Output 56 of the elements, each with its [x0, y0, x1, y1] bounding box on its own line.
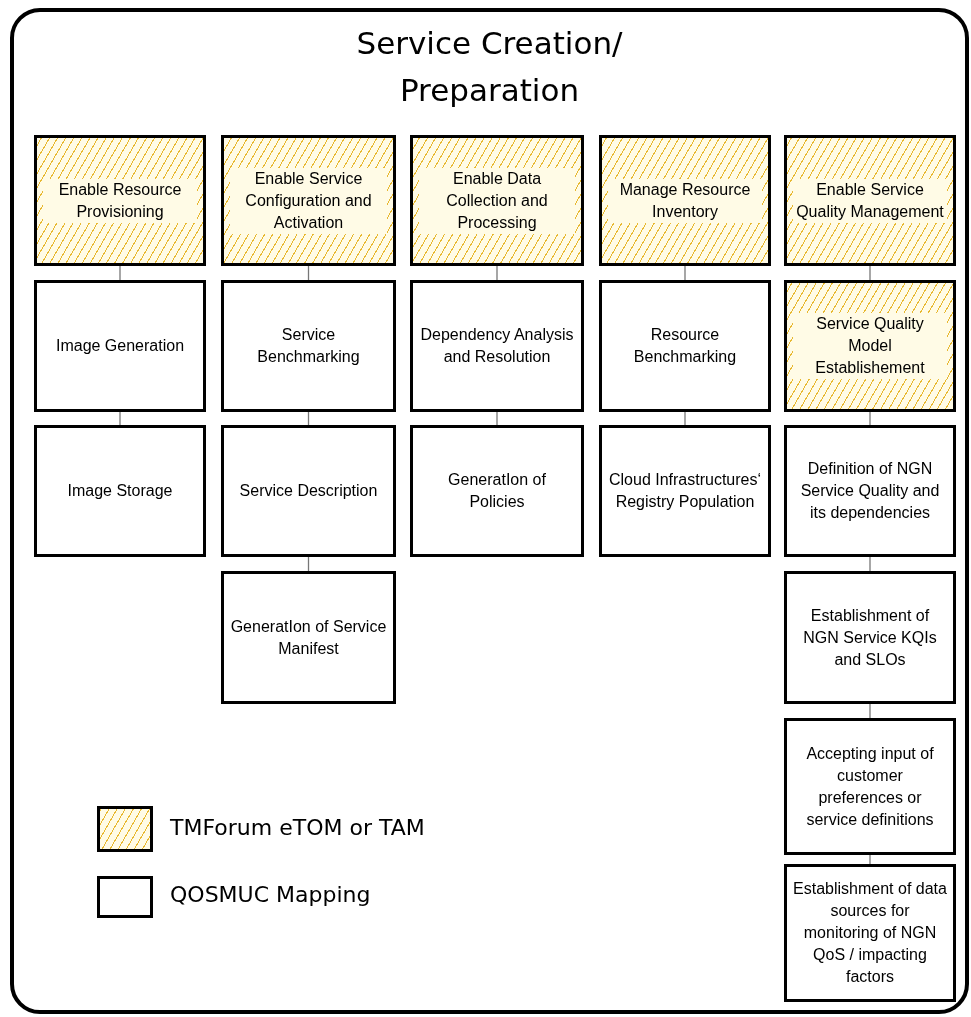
connector-line — [307, 265, 310, 281]
box-label: Cloud Infrastructures‘ Registry Population — [608, 470, 762, 512]
connector-line — [119, 265, 121, 281]
box-label: Establishment of NGN Service KQIs and SLOs — [802, 605, 938, 670]
group-title: Service Creation/ Preparation — [355, 24, 624, 110]
box-label: Establishment of data sources for monitoring of NGN QoS / impacting factors — [793, 879, 947, 987]
legend-label: TMForum eTOM or TAM — [170, 815, 425, 840]
connector-line — [684, 411, 686, 426]
hatched-process-box — [784, 280, 956, 412]
process-box — [34, 425, 206, 557]
process-box — [221, 425, 396, 557]
box-label: Enable Service Quality Management — [793, 178, 947, 223]
box-label: Manage Resource Inventory — [608, 178, 762, 223]
connector-line — [684, 265, 686, 281]
box-label: Service Quality Model Establishement — [793, 313, 947, 379]
legend-label: QOSMUC Mapping — [170, 882, 371, 907]
box-label: Enable Data Collection and Processing — [419, 167, 575, 234]
process-box — [784, 571, 956, 704]
box-label: Enable Resource Provisioning — [43, 178, 197, 223]
process-box — [784, 864, 956, 1002]
hatched-process-box — [599, 135, 771, 266]
process-box — [599, 280, 771, 412]
connector-line — [869, 265, 871, 281]
connector-line — [307, 556, 310, 572]
connector-line — [496, 265, 498, 281]
box-label: GeneratIon of Policies — [447, 470, 547, 512]
box-label: Image Storage — [67, 481, 173, 501]
process-box — [784, 425, 956, 557]
hatched-process-box — [410, 135, 584, 266]
box-label: Dependency Analysis and Resolution — [419, 325, 575, 367]
process-box — [599, 425, 771, 557]
process-box — [410, 425, 584, 557]
box-label: Accepting input of customer preferences or service definitions — [805, 743, 935, 830]
connector-line — [869, 854, 871, 865]
connector-line — [119, 411, 121, 426]
process-box — [410, 280, 584, 412]
connector-line — [496, 411, 498, 426]
box-label: Enable Service Configuration and Activation — [230, 167, 387, 234]
process-box — [221, 280, 396, 412]
process-box — [34, 280, 206, 412]
box-label: Service Benchmarking — [256, 325, 361, 367]
hatched-process-box — [34, 135, 206, 266]
connector-line — [869, 703, 871, 719]
hatched-process-box — [784, 135, 956, 266]
box-label: Image Generation — [55, 336, 185, 356]
box-label: Service Description — [239, 481, 378, 501]
process-box — [221, 571, 396, 704]
group-frame — [10, 8, 969, 1014]
hatched-process-box — [221, 135, 396, 266]
connector-line — [869, 411, 871, 426]
box-label: Definition of NGN Service Quality and its dependencies — [799, 459, 941, 523]
connector-line — [307, 411, 310, 426]
box-label: Resource Benchmarking — [632, 325, 738, 367]
box-label: GeneratIon of Service Manifest — [230, 616, 387, 659]
process-box — [784, 718, 956, 855]
connector-line — [869, 556, 871, 572]
